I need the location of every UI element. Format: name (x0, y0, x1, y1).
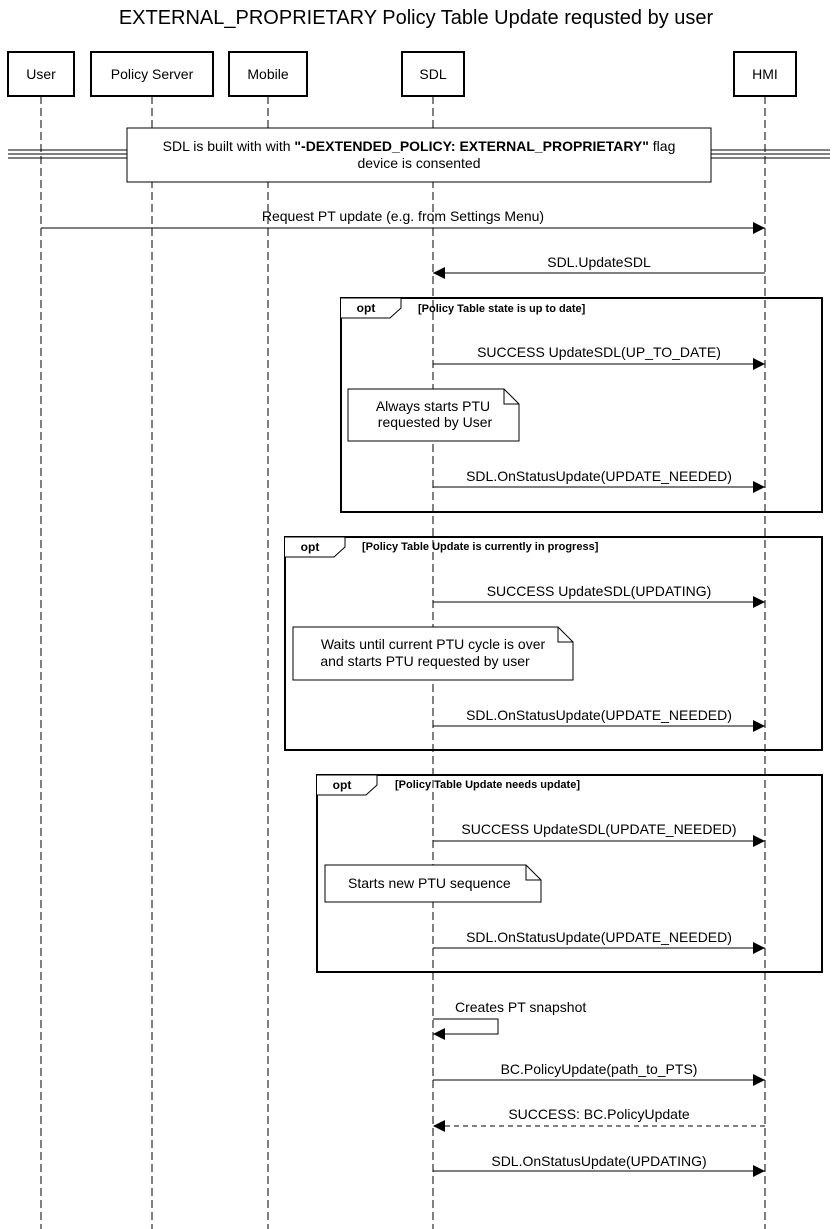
message-onstatusupdate-updating: SDL.OnStatusUpdate(UPDATING) (433, 1153, 765, 1177)
divider-line-2: device is consented (358, 155, 481, 171)
note-waits-until-ptu-over: Waits until current PTU cycle is over an… (292, 626, 574, 681)
participant-user-label: User (26, 66, 56, 82)
svg-text:SUCCESS UpdateSDL(UPDATING): SUCCESS UpdateSDL(UPDATING) (487, 583, 712, 599)
svg-text:SUCCESS UpdateSDL(UPDATE_NEEDE: SUCCESS UpdateSDL(UPDATE_NEEDED) (461, 821, 736, 837)
svg-text:BC.PolicyUpdate(path_to_PTS): BC.PolicyUpdate(path_to_PTS) (501, 1061, 698, 1077)
divider-line-1: SDL is built with with "-DEXTENDED_POLIC… (163, 138, 676, 154)
diagram-title: EXTERNAL_PROPRIETARY Policy Table Update… (119, 7, 714, 29)
svg-text:SDL.OnStatusUpdate(UPDATE_NEED: SDL.OnStatusUpdate(UPDATE_NEEDED) (466, 707, 732, 723)
participant-policy-server-label: Policy Server (111, 66, 194, 82)
divider: SDL is built with with "-DEXTENDED_POLIC… (8, 127, 830, 183)
message-success-up-to-date: SUCCESS UpdateSDL(UP_TO_DATE) (433, 344, 765, 370)
svg-text:SDL.OnStatusUpdate(UPDATING): SDL.OnStatusUpdate(UPDATING) (491, 1153, 706, 1169)
message-success-bc-policyupdate: SUCCESS: BC.PolicyUpdate (433, 1106, 765, 1132)
participant-policy-server: Policy Server (90, 51, 214, 97)
participant-mobile: Mobile (228, 51, 308, 97)
svg-text:and starts PTU requested by us: and starts PTU requested by user (320, 653, 530, 669)
svg-text:SDL.UpdateSDL: SDL.UpdateSDL (547, 254, 651, 270)
opt-condition: [Policy Table Update needs update] (395, 779, 580, 791)
message-creates-pt-snapshot: Creates PT snapshot (433, 999, 586, 1040)
note-always-starts-ptu: Always starts PTU requested by User (347, 388, 520, 442)
opt-fragment-needs-update: opt [Policy Table Update needs update] (316, 774, 823, 973)
participant-hmi: HMI (733, 51, 797, 97)
participant-hmi-label: HMI (752, 66, 778, 82)
opt-fragment-up-to-date: opt [Policy Table state is up to date] (340, 297, 823, 513)
svg-text:Always starts PTU: Always starts PTU (376, 398, 490, 414)
svg-text:SDL.OnStatusUpdate(UPDATE_NEED: SDL.OnStatusUpdate(UPDATE_NEEDED) (466, 929, 732, 945)
opt-label: opt (301, 540, 320, 554)
message-onstatusupdate-2: SDL.OnStatusUpdate(UPDATE_NEEDED) (433, 707, 765, 732)
svg-text:SUCCESS UpdateSDL(UP_TO_DATE): SUCCESS UpdateSDL(UP_TO_DATE) (477, 344, 721, 360)
message-bc-policyupdate: BC.PolicyUpdate(path_to_PTS) (433, 1061, 765, 1086)
opt-label: opt (357, 301, 376, 315)
message-success-updating: SUCCESS UpdateSDL(UPDATING) (433, 583, 765, 608)
opt-label: opt (333, 778, 352, 792)
svg-text:Waits until current PTU cycle: Waits until current PTU cycle is over (321, 636, 546, 652)
participant-mobile-label: Mobile (247, 66, 288, 82)
opt-condition: [Policy Table Update is currently in pro… (362, 541, 599, 553)
participant-sdl: SDL (401, 51, 465, 97)
message-onstatusupdate-1: SDL.OnStatusUpdate(UPDATE_NEEDED) (433, 468, 765, 493)
message-success-update-needed: SUCCESS UpdateSDL(UPDATE_NEEDED) (433, 821, 765, 847)
participant-sdl-label: SDL (419, 66, 446, 82)
participant-user: User (7, 51, 75, 97)
message-onstatusupdate-3: SDL.OnStatusUpdate(UPDATE_NEEDED) (433, 929, 765, 954)
opt-fragment-in-progress: opt [Policy Table Update is currently in… (284, 536, 823, 751)
svg-text:SUCCESS: BC.PolicyUpdate: SUCCESS: BC.PolicyUpdate (508, 1106, 690, 1122)
message-request-pt-update: Request PT update (e.g. from Settings Me… (41, 208, 765, 234)
svg-text:requested by User: requested by User (378, 414, 493, 430)
svg-text:Request PT update (e.g. from S: Request PT update (e.g. from Settings Me… (262, 208, 544, 224)
note-starts-new-ptu: Starts new PTU sequence (324, 864, 542, 903)
svg-text:Starts new PTU sequence: Starts new PTU sequence (348, 875, 511, 891)
svg-text:SDL.OnStatusUpdate(UPDATE_NEED: SDL.OnStatusUpdate(UPDATE_NEEDED) (466, 468, 732, 484)
message-sdl-updatesdl: SDL.UpdateSDL (433, 254, 765, 279)
svg-text:Creates PT snapshot: Creates PT snapshot (455, 999, 586, 1015)
opt-condition: [Policy Table state is up to date] (418, 303, 586, 315)
